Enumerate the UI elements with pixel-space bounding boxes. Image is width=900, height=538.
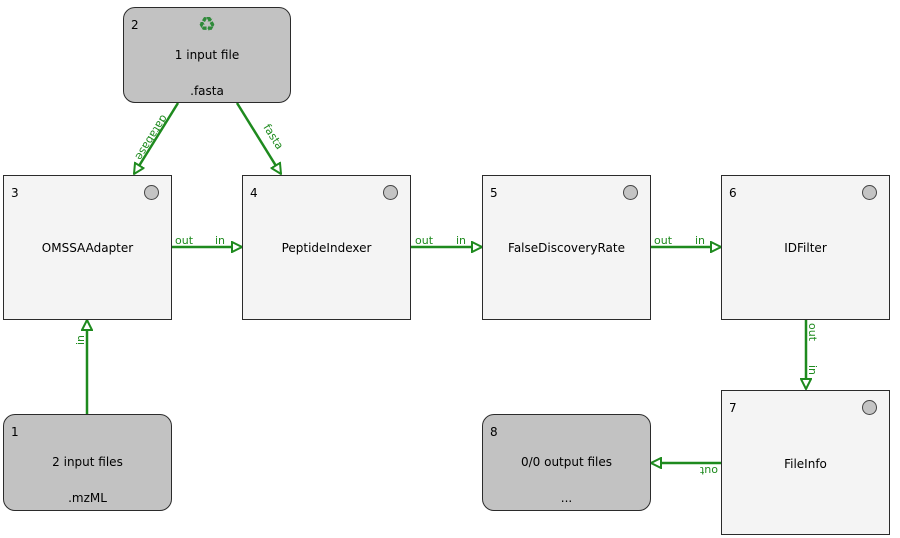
node-label: FalseDiscoveryRate	[508, 241, 625, 255]
node-id: 2	[131, 18, 139, 32]
node-label: PeptideIndexer	[281, 241, 372, 255]
edge-6-7-out: out	[806, 323, 819, 342]
status-indicator-icon	[862, 400, 877, 415]
edge-4-5-out: out	[415, 234, 434, 247]
node-id: 5	[490, 186, 498, 200]
node-id: 8	[490, 425, 498, 439]
status-indicator-icon	[144, 185, 159, 200]
edge-5-6-out: out	[654, 234, 673, 247]
node-extension: .mzML	[68, 491, 107, 505]
node-extension: ...	[560, 491, 573, 505]
edge-2-3[interactable]	[134, 102, 180, 174]
node-id: 1	[11, 425, 19, 439]
edge-6-7-in: in	[806, 365, 819, 375]
node-label: FileInfo	[784, 457, 827, 471]
node-4-tool[interactable]: 4 PeptideIndexer	[242, 175, 411, 320]
node-label: 1 input file	[174, 48, 240, 62]
node-3-tool[interactable]: 3 OMSSAAdapter	[3, 175, 172, 320]
status-indicator-icon	[623, 185, 638, 200]
edge-5-6-in: in	[695, 234, 705, 247]
status-indicator-icon	[862, 185, 877, 200]
node-8-output[interactable]: 8 0/0 output files ...	[482, 414, 651, 511]
recycle-icon[interactable]: ♻	[198, 12, 216, 36]
node-extension: .fasta	[190, 84, 224, 98]
edge-4-5-in: in	[456, 234, 466, 247]
status-indicator-icon	[383, 185, 398, 200]
node-id: 3	[11, 186, 19, 200]
node-5-tool[interactable]: 5 FalseDiscoveryRate	[482, 175, 651, 320]
node-id: 7	[729, 401, 737, 415]
edge-7-8-out: out	[699, 464, 718, 477]
edge-2-4[interactable]	[235, 102, 281, 174]
node-id: 4	[250, 186, 258, 200]
edge-2-3-label: database	[132, 112, 170, 162]
node-id: 6	[729, 186, 737, 200]
node-label: IDFilter	[784, 241, 827, 255]
node-2-input[interactable]: 2 ♻ 1 input file .fasta	[123, 7, 291, 103]
node-7-tool[interactable]: 7 FileInfo	[721, 390, 890, 535]
node-label: 2 input files	[52, 455, 123, 469]
edge-1-3-in: in	[74, 335, 87, 345]
node-label: OMSSAAdapter	[41, 241, 134, 255]
node-label: 0/0 output files	[520, 455, 613, 469]
node-6-tool[interactable]: 6 IDFilter	[721, 175, 890, 320]
node-1-input[interactable]: 1 2 input files .mzML	[3, 414, 172, 511]
edge-3-4-in: in	[215, 234, 225, 247]
edge-3-4-out: out	[175, 234, 194, 247]
